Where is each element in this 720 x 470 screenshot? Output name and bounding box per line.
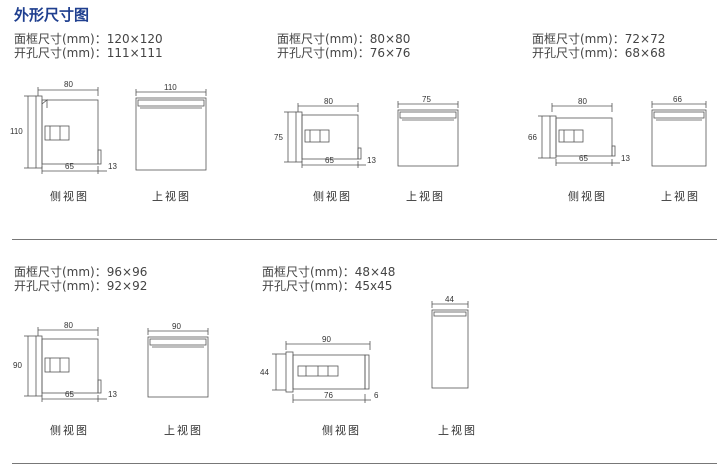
top-view-caption: 上视图 bbox=[661, 190, 700, 203]
frame-size-text: 面框尺寸(mm)：120×120 bbox=[14, 32, 163, 46]
side-dim-left: 66 bbox=[528, 133, 537, 142]
side-view-drawing-48: 90 44 76 6 bbox=[260, 335, 379, 403]
section-divider-top bbox=[12, 239, 717, 240]
side-dim-top: 80 bbox=[64, 321, 73, 330]
top-dim-width: 110 bbox=[164, 83, 177, 92]
side-dim-right: 13 bbox=[108, 162, 117, 171]
side-view-drawing-72: 80 66 65 13 bbox=[528, 97, 630, 166]
cutout-size-text: 开孔尺寸(mm)：45x45 bbox=[262, 279, 393, 293]
top-dim-width: 75 bbox=[422, 95, 431, 104]
side-view-caption: 侧视图 bbox=[50, 190, 89, 203]
top-view-drawing-96: 90 bbox=[147, 322, 209, 398]
spec-block-80: 面框尺寸(mm)：80×80 开孔尺寸(mm)：76×76 bbox=[277, 32, 410, 60]
cutout-size-text: 开孔尺寸(mm)：92×92 bbox=[14, 279, 148, 293]
side-dim-right: 13 bbox=[108, 390, 117, 399]
cutout-size-text: 开孔尺寸(mm)：111×111 bbox=[14, 46, 163, 60]
frame-size-text: 面框尺寸(mm)：48×48 bbox=[262, 265, 396, 279]
side-dim-bottom: 65 bbox=[325, 156, 334, 165]
side-dim-left: 90 bbox=[13, 361, 22, 370]
frame-size-text: 面框尺寸(mm)：72×72 bbox=[532, 32, 666, 46]
section-divider-bottom bbox=[12, 463, 717, 464]
side-dim-bottom: 65 bbox=[65, 390, 74, 399]
top-view-drawing-72: 66 bbox=[651, 95, 707, 167]
frame-size-text: 面框尺寸(mm)：96×96 bbox=[14, 265, 148, 279]
side-dim-right: 13 bbox=[367, 156, 376, 165]
side-view-caption: 侧视图 bbox=[568, 190, 607, 203]
spec-block-72: 面框尺寸(mm)：72×72 开孔尺寸(mm)：68×68 bbox=[532, 32, 665, 60]
top-view-drawing-48: 44 bbox=[431, 295, 469, 389]
side-dim-left: 44 bbox=[260, 368, 269, 377]
side-view-drawing-120: 80 110 65 13 bbox=[10, 80, 117, 174]
top-view-caption: 上视图 bbox=[164, 424, 203, 437]
top-dim-width: 44 bbox=[445, 295, 454, 304]
side-dim-right: 6 bbox=[374, 391, 379, 400]
top-view-drawing-80: 75 bbox=[397, 95, 459, 167]
side-dim-bottom: 65 bbox=[579, 154, 588, 163]
side-dim-left: 75 bbox=[274, 133, 283, 142]
side-dim-right: 13 bbox=[621, 154, 630, 163]
side-dim-top: 80 bbox=[324, 97, 333, 106]
cutout-size-text: 开孔尺寸(mm)：76×76 bbox=[277, 46, 411, 60]
top-view-caption: 上视图 bbox=[406, 190, 445, 203]
side-view-drawing-96: 80 90 65 13 bbox=[13, 321, 117, 402]
side-dim-top: 80 bbox=[64, 80, 73, 89]
side-dim-bottom: 65 bbox=[65, 162, 74, 171]
spec-block-120: 面框尺寸(mm)：120×120 开孔尺寸(mm)：111×111 bbox=[14, 32, 163, 60]
side-view-caption: 侧视图 bbox=[322, 424, 361, 437]
side-dim-left: 110 bbox=[10, 127, 23, 136]
top-view-caption: 上视图 bbox=[438, 424, 477, 437]
side-dim-top: 80 bbox=[578, 97, 587, 106]
side-dim-top: 90 bbox=[322, 335, 331, 344]
top-dim-width: 90 bbox=[172, 322, 181, 331]
top-view-caption: 上视图 bbox=[152, 190, 191, 203]
spec-block-96: 面框尺寸(mm)：96×96 开孔尺寸(mm)：92×92 bbox=[14, 265, 147, 293]
cutout-size-text: 开孔尺寸(mm)：68×68 bbox=[532, 46, 666, 60]
frame-size-text: 面框尺寸(mm)：80×80 bbox=[277, 32, 411, 46]
side-view-drawing-80: 80 75 65 13 bbox=[274, 97, 376, 168]
side-view-caption: 侧视图 bbox=[50, 424, 89, 437]
side-view-caption: 侧视图 bbox=[313, 190, 352, 203]
top-view-drawing-120: 110 bbox=[135, 83, 207, 171]
spec-block-48: 面框尺寸(mm)：48×48 开孔尺寸(mm)：45x45 bbox=[262, 265, 395, 293]
top-dim-width: 66 bbox=[673, 95, 682, 104]
page-title: 外形尺寸图 bbox=[14, 6, 90, 24]
side-dim-bottom: 76 bbox=[324, 391, 333, 400]
